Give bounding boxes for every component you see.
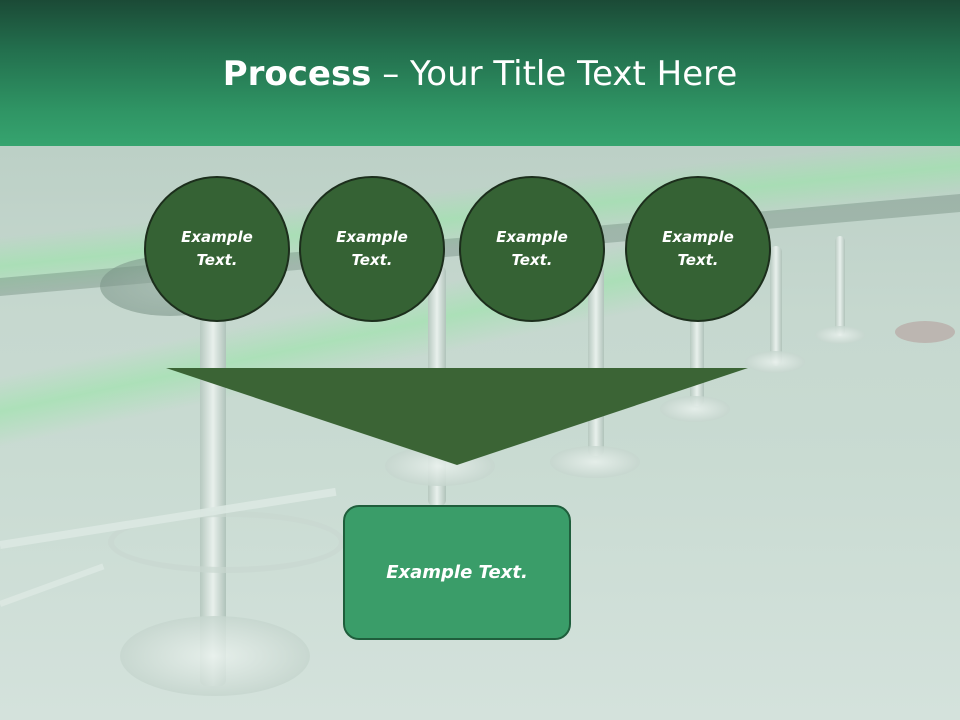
slide-title[interactable]: Process – Your Title Text Here: [0, 52, 960, 96]
process-step-3-label: Example Text.: [496, 228, 568, 269]
process-step-1-label: Example Text.: [181, 228, 253, 269]
process-step-1[interactable]: Example Text.: [144, 176, 290, 322]
process-step-2[interactable]: Example Text.: [299, 176, 445, 322]
title-bar: Process – Your Title Text Here: [0, 0, 960, 146]
title-rest-part: – Your Title Text Here: [371, 54, 738, 94]
result-box[interactable]: Example Text.: [343, 505, 571, 640]
process-step-2-label: Example Text.: [336, 228, 408, 269]
funnel-arrow: [166, 368, 748, 465]
title-bold-part: Process: [222, 54, 372, 94]
result-box-label: Example Text.: [386, 562, 528, 583]
process-step-4-label: Example Text.: [662, 228, 734, 269]
process-step-3[interactable]: Example Text.: [459, 176, 605, 322]
process-step-4[interactable]: Example Text.: [625, 176, 771, 322]
